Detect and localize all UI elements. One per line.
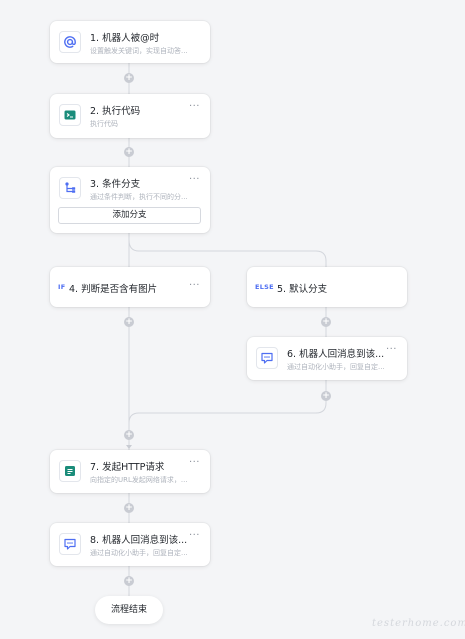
node-8-more-button[interactable]: ··· [188, 530, 200, 541]
add-step-plus-icon[interactable]: + [321, 317, 331, 327]
add-step-plus-icon[interactable]: + [321, 391, 331, 401]
node-6-bot-reply[interactable]: 6. 机器人回消息到该... 通过自动化小助手，回复自定... ··· [247, 337, 407, 380]
node-5-default-branch[interactable]: ELSE 5. 默认分支 [247, 267, 407, 307]
node-2-run-code[interactable]: 2. 执行代码 执行代码 ··· [50, 94, 210, 138]
watermark: testerhome.com [372, 618, 465, 629]
http-request-icon [59, 460, 81, 482]
node-7-title: 7. 发起HTTP请求 [90, 462, 165, 473]
node-4-if-branch[interactable]: IF 4. 判断是否含有图片 ··· [50, 267, 210, 307]
node-5-title: 5. 默认分支 [277, 284, 328, 295]
chat-bubble-icon [256, 347, 278, 369]
add-step-plus-icon[interactable]: + [124, 503, 134, 513]
terminal-icon [59, 104, 81, 126]
node-1-subtitle: 设置触发关键词，实现自动答... [90, 47, 188, 55]
node-8-subtitle: 通过自动化小助手，回复自定... [90, 549, 188, 557]
add-step-plus-icon[interactable]: + [124, 147, 134, 157]
node-3-more-button[interactable]: ··· [188, 174, 200, 185]
if-tag: IF [58, 283, 66, 291]
add-step-plus-icon[interactable]: + [124, 73, 134, 83]
node-2-title: 2. 执行代码 [90, 106, 141, 117]
node-7-http-request[interactable]: 7. 发起HTTP请求 向指定的URL发起网络请求，... ··· [50, 450, 210, 493]
node-8-bot-reply[interactable]: 8. 机器人回消息到该... 通过自动化小助手，回复自定... ··· [50, 523, 210, 566]
node-2-subtitle: 执行代码 [90, 120, 118, 128]
node-3-condition-branch[interactable]: 3. 条件分支 通过条件判断，执行不同的分... ··· 添加分支 [50, 167, 210, 233]
node-4-more-button[interactable]: ··· [188, 280, 200, 291]
chat-bubble-icon [59, 533, 81, 555]
branch-icon [59, 177, 81, 199]
node-1-bot-mentioned[interactable]: 1. 机器人被@时 设置触发关键词，实现自动答... [50, 21, 210, 63]
add-step-plus-icon[interactable]: + [124, 576, 134, 586]
node-3-title: 3. 条件分支 [90, 179, 141, 190]
node-6-more-button[interactable]: ··· [385, 344, 397, 355]
node-1-title: 1. 机器人被@时 [90, 33, 160, 44]
node-7-more-button[interactable]: ··· [188, 457, 200, 468]
node-3-subtitle: 通过条件判断，执行不同的分... [90, 193, 188, 201]
node-8-title: 8. 机器人回消息到该... [90, 535, 188, 546]
node-6-title: 6. 机器人回消息到该... [287, 349, 385, 360]
node-4-title: 4. 判断是否含有图片 [69, 284, 158, 295]
at-icon [59, 31, 81, 53]
node-2-more-button[interactable]: ··· [188, 101, 200, 112]
node-7-subtitle: 向指定的URL发起网络请求，... [90, 476, 188, 484]
node-6-subtitle: 通过自动化小助手，回复自定... [287, 363, 385, 371]
flow-end-node: 流程结束 [95, 596, 163, 624]
add-branch-button[interactable]: 添加分支 [58, 207, 201, 224]
else-tag: ELSE [255, 283, 274, 291]
add-step-plus-icon[interactable]: + [124, 430, 134, 440]
add-step-plus-icon[interactable]: + [124, 317, 134, 327]
